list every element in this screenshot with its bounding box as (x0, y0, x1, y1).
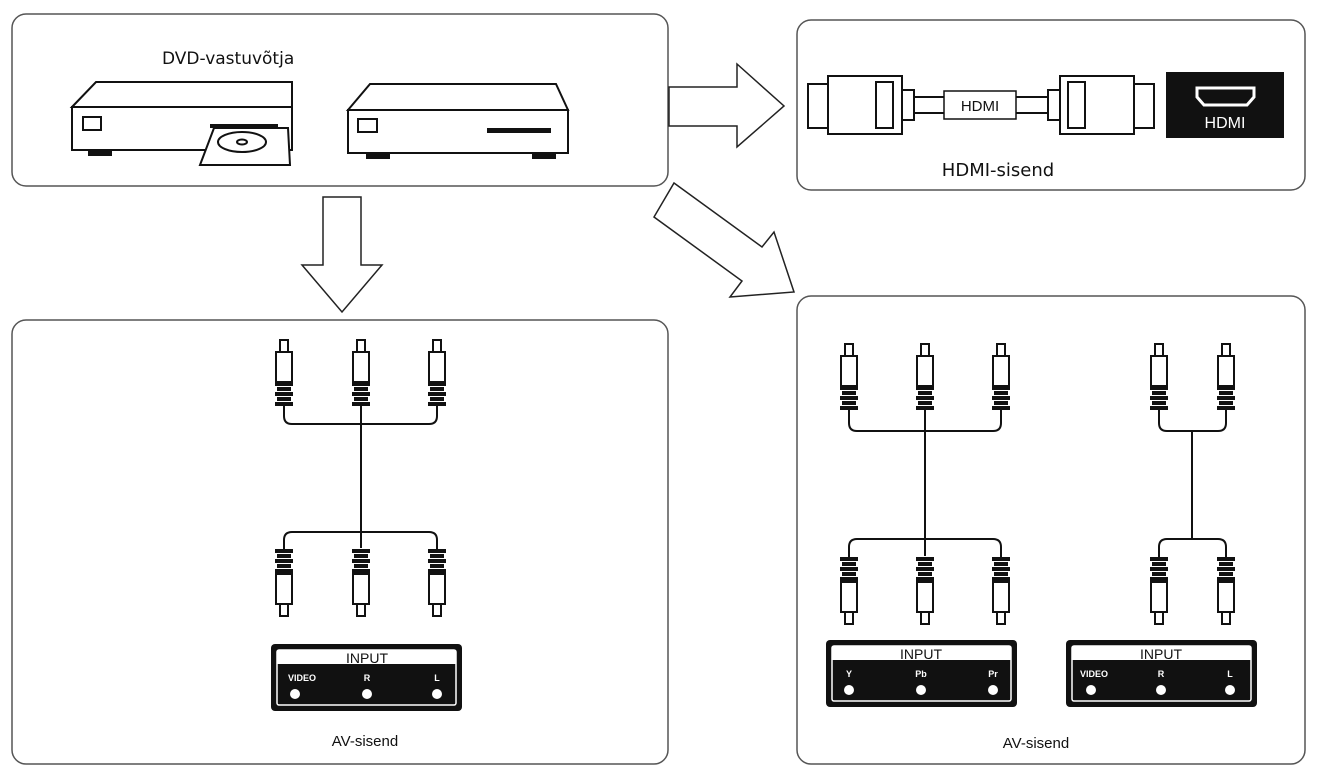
hdmi-cable-icon: HDMI (807, 75, 1155, 135)
av-left-input-block: INPUT VIDEO R L (271, 644, 462, 711)
component-jack-label: Y (846, 669, 852, 679)
audio-jack-label: R (1158, 669, 1165, 679)
av-right-component-cable-icon (839, 343, 1011, 625)
av-left-cable-icon (274, 339, 447, 617)
jack-icon (1225, 685, 1235, 695)
source-label: DVD-vastuvõtja (162, 49, 294, 69)
hdmi-caption: HDMI-sisend (942, 160, 1054, 181)
av-right-audio-cable-icon (1149, 343, 1236, 625)
dvd-player-icon (69, 81, 293, 166)
jack-icon (1156, 685, 1166, 695)
jack-icon (988, 685, 998, 695)
hdmi-port-icon: HDMI (1166, 72, 1284, 138)
arrow-down-icon (300, 196, 384, 314)
hdmi-panel: HDMI HDMI HDMI-sisend (796, 19, 1306, 191)
jack-icon (362, 689, 372, 699)
jack-icon (916, 685, 926, 695)
component-jack-label: Pr (988, 669, 998, 679)
arrow-right-icon (668, 62, 786, 149)
av-left-caption: AV-sisend (332, 733, 398, 750)
component-jack-label: Pb (915, 669, 927, 679)
audio-input-title: INPUT (1140, 646, 1182, 662)
jack-icon (1086, 685, 1096, 695)
av-left-jack-label: R (364, 673, 371, 683)
audio-jack-label: VIDEO (1080, 669, 1108, 679)
component-input-title: INPUT (900, 646, 942, 662)
hdmi-port-label: HDMI (1205, 115, 1246, 132)
hdmi-cable-label: HDMI (961, 98, 999, 115)
receiver-box-icon (345, 83, 570, 159)
av-right-caption: AV-sisend (1003, 735, 1069, 752)
arrow-diagonal-icon (653, 181, 796, 298)
av-left-jack-label: VIDEO (288, 673, 316, 683)
av-right-component-input-block: INPUT Y Pb Pr (826, 640, 1017, 707)
source-panel: DVD-vastuvõtja (11, 13, 669, 187)
av-left-panel: INPUT VIDEO R L AV-sisend (11, 319, 669, 765)
av-left-jack-label: L (434, 673, 440, 683)
jack-icon (290, 689, 300, 699)
jack-icon (844, 685, 854, 695)
av-right-panel: INPUT Y Pb Pr INPUT VIDEO R L AV-sisend (796, 295, 1306, 765)
av-left-input-title: INPUT (346, 650, 388, 666)
av-right-audio-input-block: INPUT VIDEO R L (1066, 640, 1257, 707)
audio-jack-label: L (1227, 669, 1233, 679)
jack-icon (432, 689, 442, 699)
